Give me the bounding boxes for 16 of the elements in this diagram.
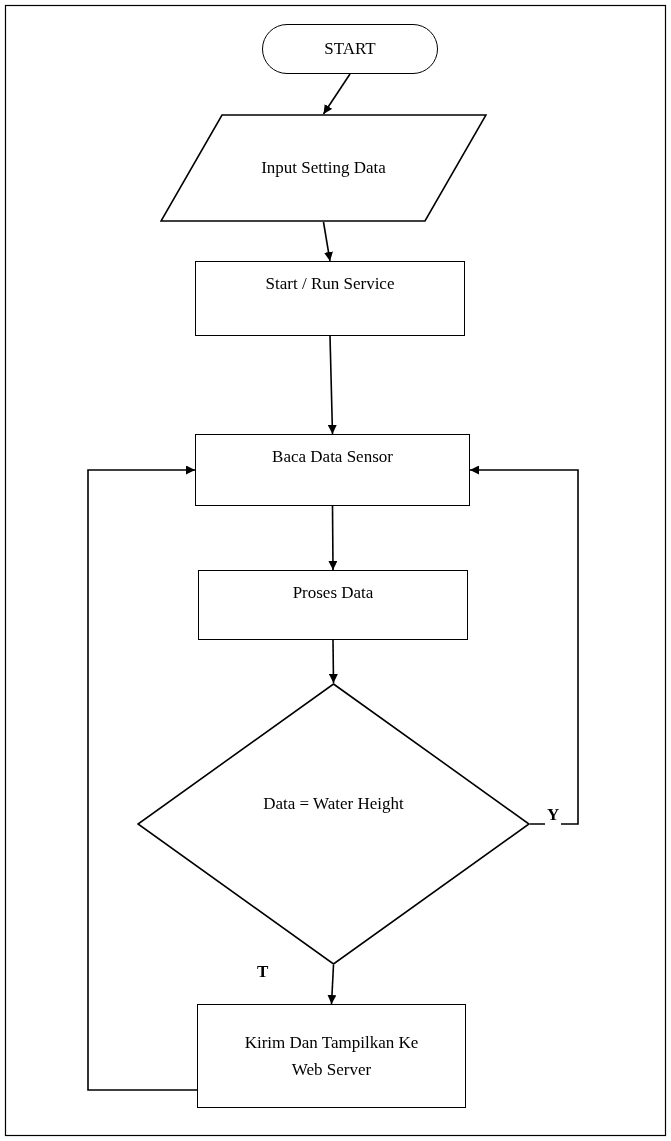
- arrow: [322, 221, 333, 262]
- input-parallelogram: Input Setting Data: [160, 114, 487, 222]
- arrow: [327, 335, 337, 435]
- decision-diamond: Data = Water Height: [137, 683, 530, 965]
- arrow: [328, 639, 338, 684]
- arrow: [328, 505, 338, 571]
- arrow: [469, 465, 579, 825]
- process-box: Start / Run Service: [195, 261, 465, 336]
- process-box: Baca Data Sensor: [195, 434, 470, 506]
- arrow: [87, 465, 198, 1091]
- arrow: [322, 73, 351, 115]
- start-terminator: START: [262, 24, 438, 74]
- edge-label: Y: [545, 806, 562, 825]
- process-box: Kirim Dan Tampilkan Ke Web Server: [197, 1004, 466, 1108]
- arrow: [327, 964, 337, 1005]
- process-box: Proses Data: [198, 570, 468, 640]
